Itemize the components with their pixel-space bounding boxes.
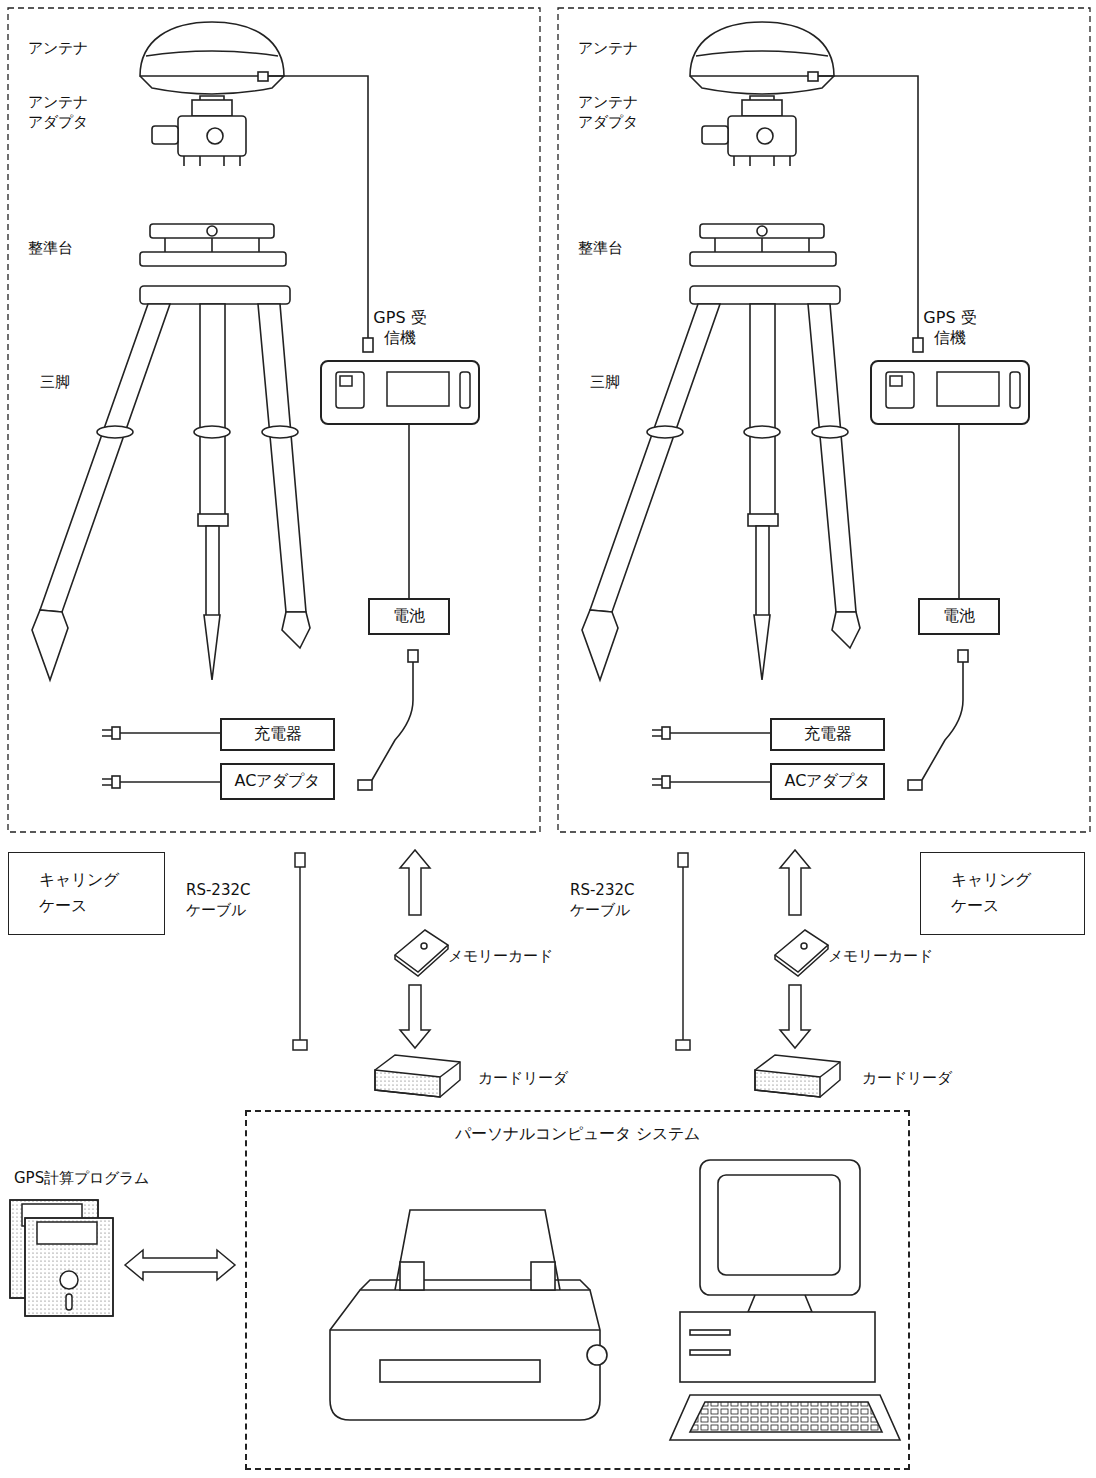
charger-box: 充電器 [220, 718, 335, 751]
charger-box: 充電器 [770, 718, 885, 751]
part-label: RS-232C ケーブル [570, 880, 650, 921]
part-label: アンテナ アダプタ [578, 92, 652, 133]
rs232c-cable [676, 853, 690, 1050]
receiver-panel [340, 376, 352, 386]
receiver-panel [890, 376, 902, 386]
part-label: アンテナ [578, 38, 638, 58]
computer [680, 1312, 875, 1382]
part-label: カードリーダ [478, 1068, 568, 1088]
computer [690, 1330, 730, 1335]
printer [380, 1360, 540, 1382]
box-label: ACアダプタ [785, 771, 871, 792]
gps-receiver: GPS 受信機 [320, 360, 480, 425]
printer [587, 1345, 607, 1365]
receiver-panel [336, 372, 364, 408]
memory-card-transfer [375, 850, 460, 1097]
printer [531, 1262, 555, 1290]
computer [670, 1395, 900, 1440]
computer [748, 1295, 812, 1312]
floppy-disks [10, 1200, 113, 1316]
computer [690, 1350, 730, 1355]
pc-system-region: パーソナルコンピュータ システム [245, 1110, 910, 1470]
part-label: 三脚 [40, 372, 70, 392]
computer [700, 1160, 860, 1295]
cable-connector [408, 425, 410, 598]
part-label: メモリーカード [448, 946, 553, 966]
receiver-panel [460, 372, 470, 408]
receiver-panel [387, 372, 449, 406]
box-label: ACアダプタ [235, 771, 321, 792]
computer [718, 1175, 840, 1275]
box-label: 電池 [393, 606, 425, 627]
box-label: キャリング ケース [39, 867, 125, 918]
printer [330, 1290, 600, 1420]
ac-adapter-box: ACアダプタ [220, 763, 335, 800]
gps-receiver: GPS 受信機 [870, 360, 1030, 425]
receiver-label: GPS 受信機 [371, 308, 429, 348]
box-label: パーソナルコンピュータ システム [247, 1124, 908, 1145]
ac-adapter-box: ACアダプタ [770, 763, 885, 800]
rs232c-cable [293, 853, 307, 1050]
receiver-label: GPS 受信機 [921, 308, 979, 348]
computer [670, 1160, 900, 1440]
equipment-set [558, 8, 1090, 832]
floppy-disks [25, 1218, 113, 1316]
carrying-case-box: キャリング ケース [8, 852, 165, 935]
box-label: 充電器 [254, 724, 302, 745]
box-label: キャリング ケース [951, 867, 1037, 918]
receiver-panel [322, 362, 478, 423]
box-label: 充電器 [804, 724, 852, 745]
part-label: アンテナ [28, 38, 88, 58]
memory-card-transfer [755, 850, 840, 1097]
part-label: メモリーカード [828, 946, 933, 966]
part-label: 整準台 [28, 238, 73, 258]
receiver-panel [1010, 372, 1020, 408]
part-label: 三脚 [590, 372, 620, 392]
part-label: RS-232C ケーブル [186, 880, 266, 921]
box-label: 電池 [943, 606, 975, 627]
receiver-panel [937, 372, 999, 406]
battery-box: 電池 [368, 598, 450, 635]
printer [330, 1329, 600, 1331]
part-label: アンテナ アダプタ [28, 92, 102, 133]
carrying-case-box: キャリング ケース [920, 852, 1085, 935]
floppy-disks [66, 1294, 72, 1310]
floppy-disks [60, 1271, 78, 1289]
part-label: カードリーダ [862, 1068, 952, 1088]
computer [690, 1402, 882, 1432]
receiver-panel [872, 362, 1028, 423]
printer [395, 1210, 560, 1290]
floppy-disks [37, 1222, 97, 1244]
double-arrow [125, 1250, 235, 1280]
part-label: 整準台 [578, 238, 623, 258]
equipment-set [8, 8, 540, 832]
printer [330, 1210, 607, 1420]
part-label: GPS計算プログラム [14, 1168, 149, 1188]
battery-box: 電池 [918, 598, 1000, 635]
receiver-panel [886, 372, 914, 408]
cable-connector [958, 425, 960, 598]
printer [400, 1262, 424, 1290]
floppy-disks [25, 1218, 113, 1316]
